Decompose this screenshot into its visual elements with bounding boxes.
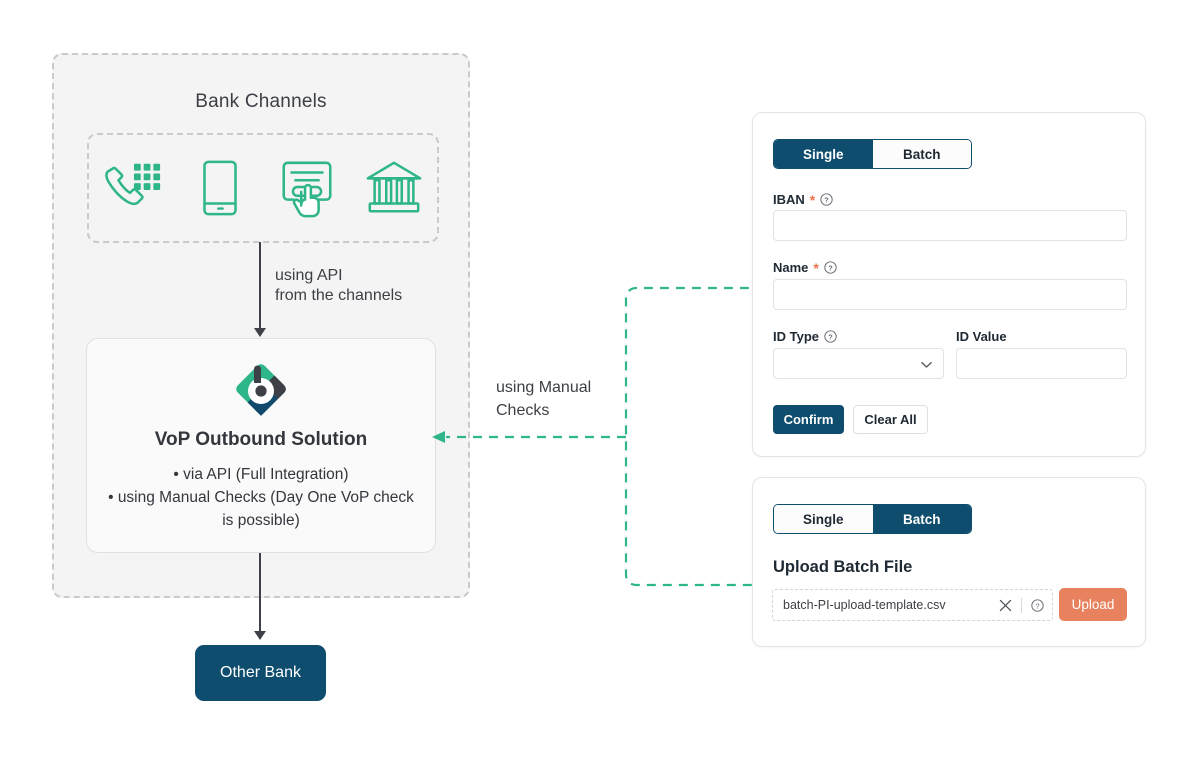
online-screen-click-icon [281, 161, 332, 218]
required-asterisk: * [813, 259, 819, 276]
vop-outbound-solution-card: VoP Outbound Solution via API (Full Inte… [86, 338, 436, 553]
single-batch-toggle[interactable]: Single Batch [773, 504, 972, 534]
api-connector-arrow [254, 242, 266, 337]
vop-feature-list: via API (Full Integration) using Manual … [105, 463, 417, 532]
file-drop-field[interactable]: batch-PI-upload-template.csv ? [772, 589, 1053, 621]
clear-all-button[interactable]: Clear All [853, 405, 928, 434]
vop-feature-item: via API (Full Integration) [105, 463, 417, 486]
vop-feature-item: using Manual Checks (Day One VoP check i… [105, 486, 417, 532]
id-type-select[interactable] [773, 348, 944, 379]
manual-checks-label: using Manual Checks [496, 379, 592, 419]
svg-text:?: ? [1035, 601, 1039, 610]
help-icon[interactable]: ? [824, 261, 837, 274]
svg-text:?: ? [828, 263, 833, 272]
id-value-input[interactable] [956, 348, 1127, 379]
vop-brand-logo-icon [236, 364, 286, 416]
help-icon[interactable]: ? [820, 193, 833, 206]
id-type-label-text: ID Type [773, 329, 819, 344]
phone-keypad-icon [104, 163, 160, 206]
other-bank-connector-arrow [254, 553, 266, 640]
manual-arrow-head [432, 431, 445, 443]
single-batch-toggle[interactable]: Single Batch [773, 139, 972, 169]
toggle-option-single[interactable]: Single [774, 505, 873, 533]
confirm-button[interactable]: Confirm [773, 405, 844, 434]
bank-channels-title: Bank Channels [195, 91, 327, 112]
close-x-icon[interactable] [999, 599, 1012, 612]
api-connector-label: using API from the channels [275, 267, 403, 304]
toggle-option-single[interactable]: Single [774, 140, 873, 168]
vop-card-title: VoP Outbound Solution [154, 429, 368, 450]
svg-text:?: ? [828, 332, 833, 341]
bank-building-icon [366, 161, 421, 213]
toggle-option-batch[interactable]: Batch [872, 505, 971, 533]
upload-batch-file-title: Upload Batch File [773, 558, 913, 576]
required-asterisk: * [809, 191, 816, 208]
file-field-divider [1021, 597, 1022, 613]
name-label: Name * ? [773, 260, 837, 275]
toggle-option-batch[interactable]: Batch [872, 140, 971, 168]
iban-input[interactable] [773, 210, 1127, 241]
single-check-card: Single Batch IBAN * ? Name * ? ID Type [752, 112, 1146, 457]
id-value-label-text: ID Value [956, 329, 1007, 344]
iban-label-text: IBAN [773, 192, 805, 207]
manual-checks-connector [432, 286, 765, 587]
channel-icons-group [87, 133, 439, 243]
chevron-down-icon[interactable] [921, 361, 932, 369]
upload-button[interactable]: Upload [1059, 588, 1127, 621]
batch-upload-card: Single Batch Upload Batch File batch-PI-… [752, 477, 1146, 647]
name-input[interactable] [773, 279, 1127, 310]
svg-text:?: ? [825, 195, 830, 204]
other-bank-node: Other Bank [195, 645, 326, 701]
name-label-text: Name [773, 260, 809, 275]
help-icon[interactable]: ? [1031, 598, 1044, 612]
mobile-phone-icon [202, 160, 237, 216]
iban-label: IBAN * ? [773, 192, 833, 207]
selected-file-name: batch-PI-upload-template.csv [783, 598, 946, 612]
help-icon[interactable]: ? [824, 330, 837, 343]
id-type-label: ID Type ? [773, 329, 837, 344]
id-value-label: ID Value [956, 329, 1007, 344]
